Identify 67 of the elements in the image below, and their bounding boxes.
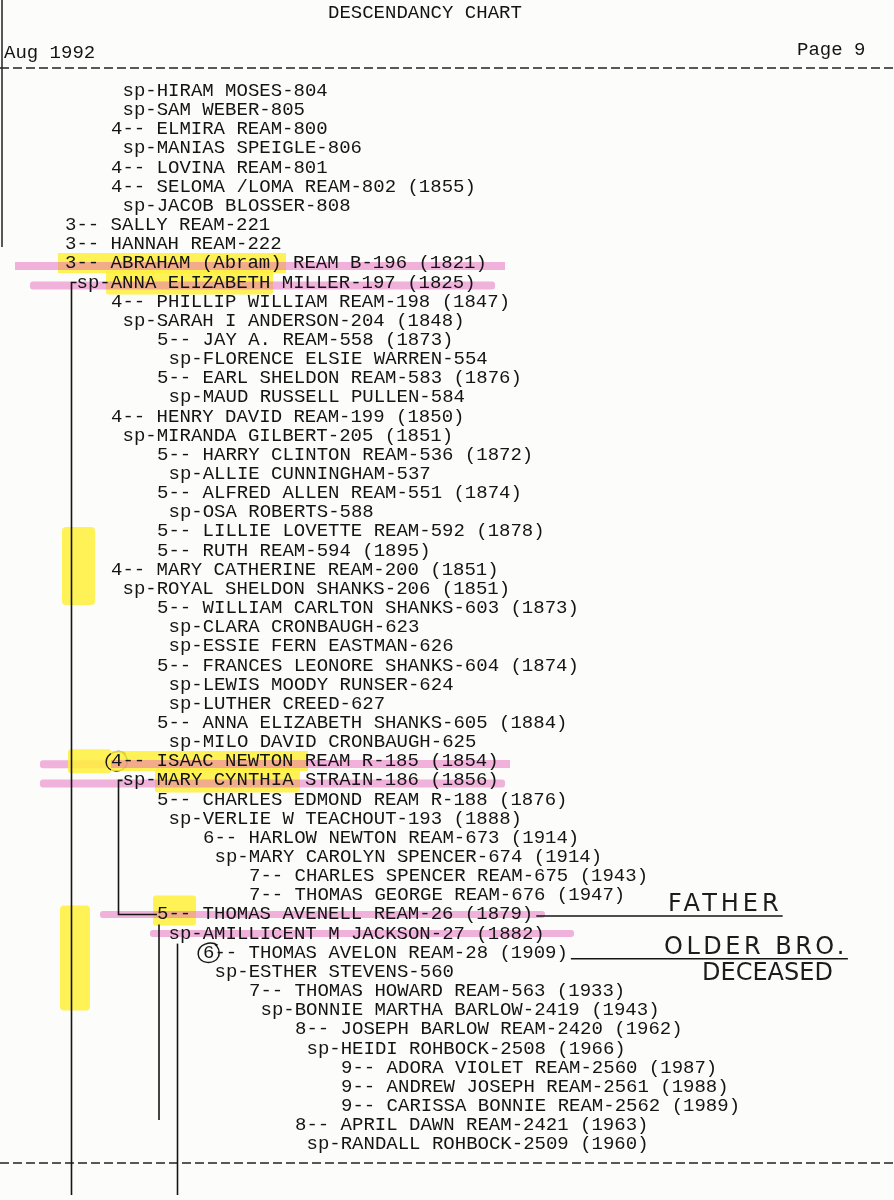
person-entry: sp-SARAH I ANDERSON-204 (1848) — [122, 310, 465, 331]
person-entry: sp-ROYAL SHELDON SHANKS-206 (1851) — [122, 578, 511, 599]
person-entry: sp-JACOB BLOSSER-808 — [122, 195, 351, 216]
person-entry: 5-- ANNA ELIZABETH SHANKS-605 (1884) — [157, 712, 568, 733]
person-entry: sp-VERLIE W TEACHOUT-193 (1888) — [168, 808, 522, 829]
person-entry: sp-MARY CAROLYN SPENCER-674 (1914) — [214, 847, 603, 867]
highlighted-entry: 4-- ISAAC NEWTON REAM R-185 (1854) — [111, 751, 510, 772]
person-entry: 5-- ALFRED ALLEN REAM-551 (1874) — [157, 483, 522, 504]
person-entry: sp-BONNIE MARTHA BARLOW-2419 (1943) — [260, 1000, 660, 1021]
person-entry: sp-LUTHER CREED-627 — [168, 693, 386, 714]
chart-title: DESCENDANCY CHART — [328, 3, 522, 23]
person-entry: 9-- ADORA VIOLET REAM-2560 (1987) — [341, 1057, 718, 1078]
person-entry: 9-- ANDREW JOSEPH REAM-2561 (1988) — [341, 1076, 729, 1097]
person-entry: 5-- CHARLES EDMOND REAM R-188 (1876) — [157, 789, 568, 810]
person-entry: sp-ALLIE CUNNINGHAM-537 — [168, 464, 431, 484]
person-entry: 8-- JOSEPH BARLOW REAM-2420 (1962) — [295, 1019, 683, 1040]
hand-drawn-line — [158, 923, 160, 1121]
page-number: Page 9 — [797, 40, 866, 60]
person-entry: 4-- SELOMA /LOMA REAM-802 (1855) — [111, 176, 476, 197]
hand-drawn-line — [176, 942, 179, 1196]
person-entry: sp-HIRAM MOSES-804 — [122, 81, 328, 101]
person-entry: sp-SAM WEBER-805 — [122, 100, 305, 121]
person-entry: 5-- FRANCES LEONORE SHANKS-604 (1874) — [157, 655, 579, 676]
person-entry: 7-- CHARLES SPENCER REAM-675 (1943) — [249, 866, 649, 887]
handwritten-note: FATHER — [668, 890, 783, 916]
leader-line — [570, 957, 849, 960]
person-entry: sp-MAUD RUSSELL PULLEN-584 — [168, 387, 465, 408]
person-entry: sp-OSA ROBERTS-588 — [168, 502, 374, 523]
person-entry: sp-ESSIE FERN EASTMAN-626 — [168, 636, 454, 657]
person-entry: 8-- APRIL DAWN REAM-2421 (1963) — [295, 1115, 649, 1136]
person-entry: 5-- JAY A. REAM-558 (1873) — [157, 329, 454, 350]
person-entry: 4-- ELMIRA REAM-800 — [111, 119, 328, 140]
hand-drawn-line — [70, 281, 78, 1196]
person-entry: 3-- HANNAH REAM-222 — [65, 234, 282, 255]
person-entry: sp-MARY CYNTHIA STRAIN-186 (1856) — [122, 770, 499, 791]
person-entry: sp-MIRANDA GILBERT-205 (1851) — [122, 425, 454, 446]
person-entry: 5-- WILLIAM CARLTON SHANKS-603 (1873) — [157, 598, 579, 619]
hand-drawn-line — [117, 779, 158, 916]
person-entry: 4-- MARY CATHERINE REAM-200 (1851) — [111, 559, 499, 580]
person-entry: sp-CLARA CRONBAUGH-623 — [168, 617, 420, 638]
person-entry: 4-- HENRY DAVID REAM-199 (1850) — [111, 406, 465, 427]
person-entry: sp-ESTHER STEVENS-560 — [214, 961, 454, 982]
person-entry: sp-HEIDI ROHBOCK-2508 (1966) — [306, 1038, 626, 1059]
leader-line — [535, 915, 784, 917]
date-label: Aug 1992 — [4, 43, 96, 63]
handwritten-note: DECEASED — [702, 959, 833, 985]
person-entry: sp-MILO DAVID CRONBAUGH-625 — [168, 732, 477, 753]
person-entry: sp-MANIAS SPEIGLE-806 — [122, 138, 362, 159]
person-entry: 5-- THOMAS AVENELL REAM-26 (1879) — [157, 904, 534, 925]
person-entry: 5-- EARL SHELDON REAM-583 (1876) — [157, 368, 522, 389]
person-entry: 9-- CARISSA BONNIE REAM-2562 (1989) — [341, 1095, 741, 1116]
person-entry: sp-FLORENCE ELSIE WARREN-554 — [168, 349, 488, 370]
person-entry: 4-- LOVINA REAM-801 — [111, 157, 328, 178]
person-entry: sp-RANDALL ROHBOCK-2509 (1960) — [306, 1134, 649, 1155]
person-entry: 7-- THOMAS GEORGE REAM-676 (1947) — [249, 885, 626, 906]
person-entry: 3-- SALLY REAM-221 — [65, 215, 271, 236]
handwritten-note: OLDER BRO. — [664, 933, 848, 959]
person-entry: 5-- LILLIE LOVETTE REAM-592 (1878) — [157, 521, 545, 542]
person-entry: 7-- THOMAS HOWARD REAM-563 (1933) — [249, 981, 626, 1002]
person-entry: 5-- RUTH REAM-594 (1895) — [157, 540, 431, 561]
highlighted-entry: 3-- ABRAHAM (Abram) REAM B-196 (1821) — [15, 253, 505, 274]
person-entry: sp-AMILLICENT M JACKSON-27 (1882) — [168, 923, 545, 944]
person-entry: sp-ANNA ELIZABETH MILLER-197 (1825) — [76, 272, 476, 293]
person-entry: 4-- PHILLIP WILLIAM REAM-198 (1847) — [111, 291, 511, 312]
person-entry: 6-- HARLOW NEWTON REAM-673 (1914) — [203, 827, 580, 848]
person-entry: 5-- HARRY CLINTON REAM-536 (1872) — [157, 444, 534, 465]
person-entry: sp-LEWIS MOODY RUNSER-624 — [168, 674, 454, 695]
